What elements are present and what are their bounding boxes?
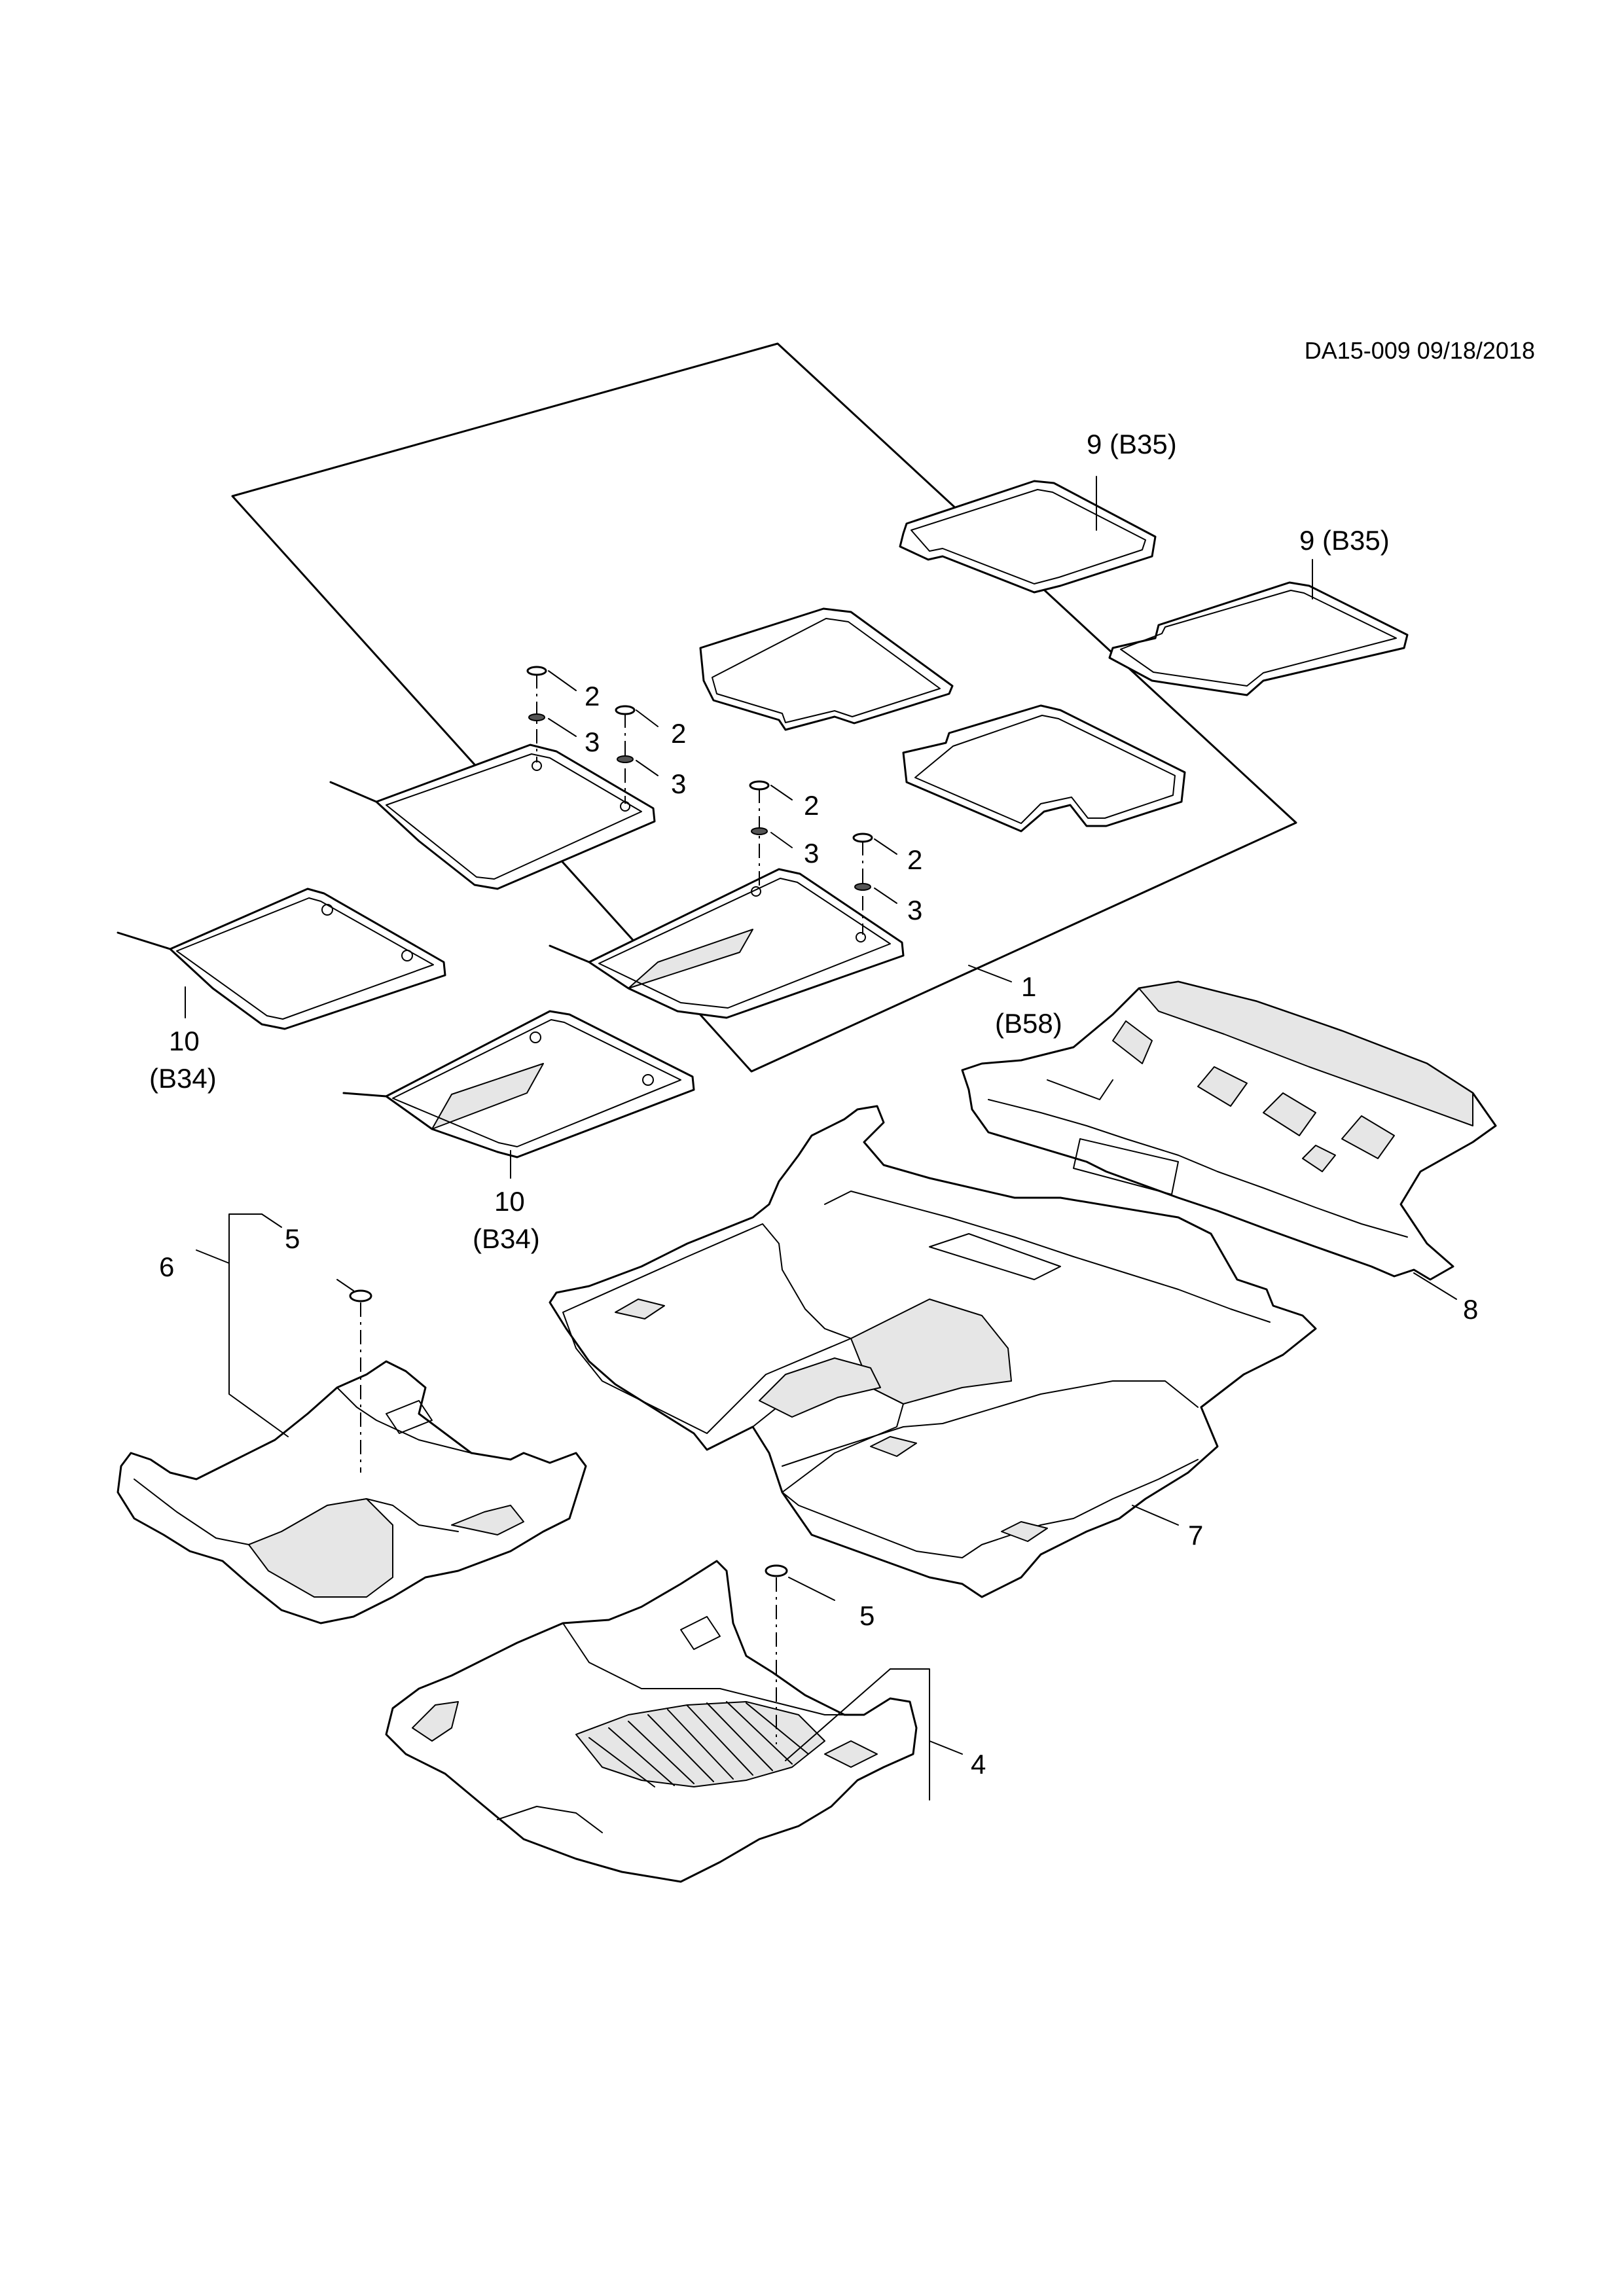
callout-8: 8 <box>1463 1294 1478 1325</box>
callout-6: 6 <box>159 1251 174 1282</box>
callout-3c: 3 <box>804 838 819 869</box>
callout-5-right: 5 <box>859 1600 875 1631</box>
callout-7: 7 <box>1188 1520 1203 1551</box>
rib-pattern <box>588 1701 809 1787</box>
mat-kit-outline <box>231 342 1297 1073</box>
floor-carpet-4 <box>385 1560 918 1883</box>
callout-1-number: 1 <box>1021 971 1036 1002</box>
floor-carpet-6 <box>117 1360 587 1624</box>
mat-front-left-10 <box>117 888 446 1030</box>
callout-3b: 3 <box>671 768 686 799</box>
callout-4: 4 <box>971 1749 986 1780</box>
callout-1-code: (B58) <box>995 1008 1062 1039</box>
callout-10-left-number: 10 <box>169 1026 200 1056</box>
bracket-6 <box>228 1213 289 1437</box>
callout-10-left-code: (B34) <box>149 1063 217 1094</box>
drawing-id: DA15-009 09/18/2018 <box>1305 337 1535 364</box>
clip-5-left <box>349 1289 372 1302</box>
callout-10-right-code: (B34) <box>473 1223 540 1254</box>
bracket-4 <box>890 1668 930 1801</box>
callout-9-right: 9 (B35) <box>1299 525 1390 556</box>
callout-5-left: 5 <box>285 1223 300 1254</box>
rear-floor-carpet-8 <box>961 980 1497 1281</box>
main-floor-carpet-7 <box>549 1105 1317 1598</box>
callout-3a: 3 <box>585 726 600 757</box>
clip-fastener-group <box>526 666 873 935</box>
callout-2c: 2 <box>804 790 819 821</box>
callout-2a: 2 <box>585 681 600 711</box>
mat-rear-left-9 <box>899 480 1157 594</box>
mat-rear-inner-right <box>902 704 1186 833</box>
clip-5-right <box>765 1564 788 1577</box>
callout-2d: 2 <box>907 844 922 875</box>
callout-10-right-number: 10 <box>494 1186 525 1217</box>
mat-rear-inner-left <box>699 607 954 731</box>
callout-3d: 3 <box>907 895 922 925</box>
mat-rear-right-9 <box>1108 581 1409 696</box>
callout-9-top: 9 (B35) <box>1087 429 1177 459</box>
mat-front-inner-left <box>329 744 656 890</box>
leader-lines-2-3 <box>548 670 897 904</box>
callout-2b: 2 <box>671 718 686 749</box>
